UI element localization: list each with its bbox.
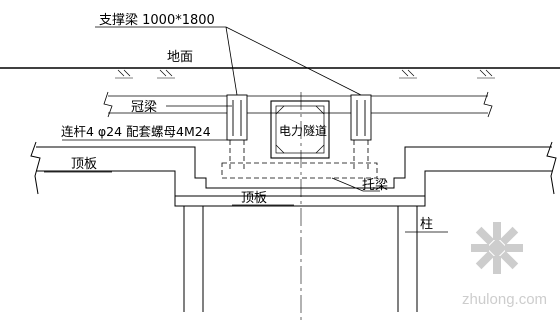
transfer-beam-label: 托梁 xyxy=(362,178,388,193)
brace-beam-label: 支撑梁 1000*1800 xyxy=(99,13,215,28)
top-slab xyxy=(30,141,557,207)
ground-label: 地面 xyxy=(167,50,193,65)
support-pile-left xyxy=(226,94,248,141)
leader-lines xyxy=(44,26,448,233)
top-slab-label-center: 顶板 xyxy=(241,191,267,206)
power-tunnel xyxy=(270,100,330,159)
tie-rods xyxy=(229,140,369,172)
top-slab-label-left: 顶板 xyxy=(71,157,97,172)
watermark-text: zhulong.com xyxy=(462,291,547,308)
watermark-logo: zhulong.com xyxy=(462,222,547,308)
columns xyxy=(183,206,418,312)
tie-rod-label: 连杆4 φ24 配套螺母4M24 xyxy=(61,124,211,139)
crown-beam-label: 冠梁 xyxy=(131,100,157,115)
power-tunnel-label: 电力隧道 xyxy=(279,123,327,138)
support-pile-right xyxy=(350,94,372,141)
ground-line xyxy=(0,67,560,79)
crown-beam xyxy=(103,91,493,118)
transfer-beam xyxy=(221,162,378,179)
column-label: 柱 xyxy=(420,217,433,232)
